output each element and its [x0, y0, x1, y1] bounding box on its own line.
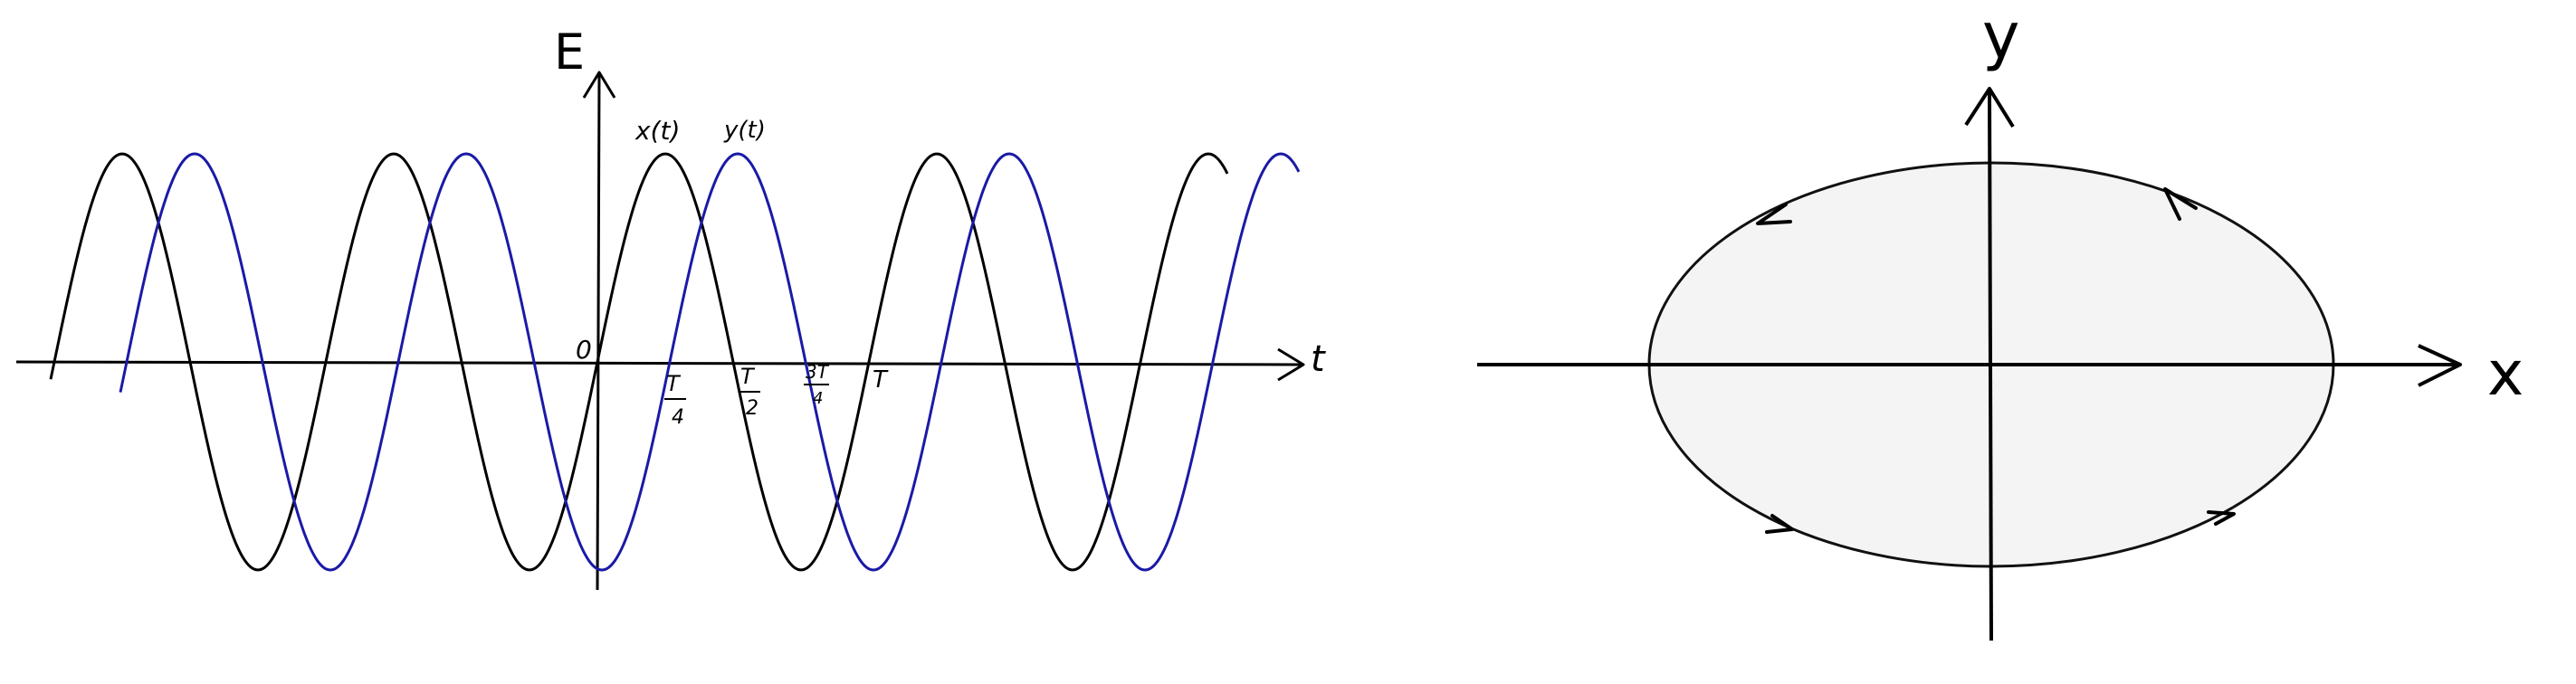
- tick-three-quarter-numerator: 3T: [806, 361, 830, 383]
- y-curve: [119, 152, 1301, 572]
- tick-three-quarter-denominator: 4: [813, 389, 823, 408]
- origin-label: 0: [576, 335, 592, 365]
- tick-full-period: T: [873, 366, 889, 394]
- t-axis-label: t: [1311, 338, 1326, 380]
- tick-half-period: T 2: [739, 364, 760, 420]
- e-axis-arrowhead: [582, 71, 616, 99]
- t-axis-line: [15, 360, 1302, 366]
- time-plot: t E 0 x(t) y(t) T 4 T 2 3T 4 T: [15, 24, 1326, 591]
- e-axis-label: E: [554, 24, 585, 81]
- x-curve-label: x(t): [634, 116, 680, 146]
- tick-quarter-numerator: T: [666, 371, 682, 396]
- y-axis-line: [1988, 90, 1993, 641]
- y-axis-arrowhead: [1964, 87, 2015, 128]
- tick-half-numerator: T: [740, 364, 756, 389]
- polarization-plot: x y: [1477, 0, 2524, 641]
- y-axis-label: y: [1982, 0, 2019, 73]
- direction-arrow-upper-left: [1756, 203, 1792, 225]
- direction-arrow-lower-right: [2207, 510, 2236, 526]
- tick-quarter-denominator: 4: [672, 406, 684, 429]
- tick-quarter-period: T 4: [664, 371, 686, 429]
- y-curve-label: y(t): [723, 117, 766, 144]
- x-axis-arrowhead: [2418, 344, 2462, 387]
- direction-arrow-upper-right: [2163, 187, 2198, 221]
- x-axis-label: x: [2487, 338, 2524, 410]
- tick-three-quarter-period: 3T 4: [804, 361, 830, 408]
- x-curve: [49, 152, 1229, 572]
- e-axis-line: [596, 73, 601, 591]
- tick-half-denominator: 2: [746, 397, 758, 420]
- direction-arrow-lower-left: [1765, 514, 1794, 534]
- t-axis-arrowhead: [1277, 347, 1305, 382]
